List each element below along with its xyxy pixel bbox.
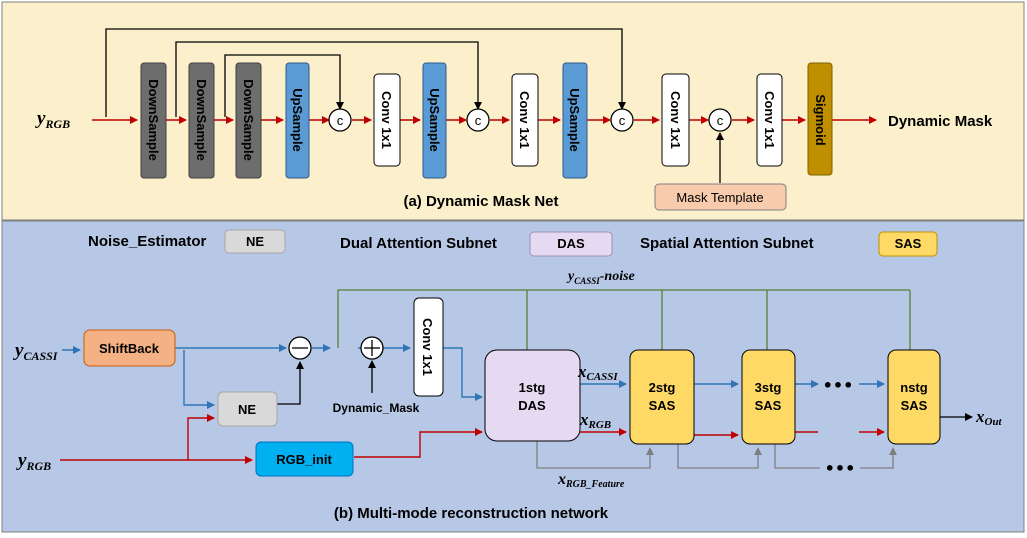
svg-text:Conv 1x1: Conv 1x1 [420, 318, 435, 376]
svg-text:3stg: 3stg [755, 380, 782, 395]
mask-template-box: Mask Template [654, 183, 787, 211]
legend-das-label: Dual Attention Subnet [340, 235, 497, 252]
stage-3-sas: 3stg SAS [741, 349, 796, 445]
downsample-block-1: DownSample [140, 62, 167, 179]
svg-text:Sigmoid: Sigmoid [813, 94, 828, 145]
stage-1-das: 1stg DAS [484, 349, 581, 442]
x-cassi-label: xCASSI [577, 362, 618, 383]
svg-text:Mask Template: Mask Template [676, 190, 763, 205]
input-cassi-label: yCASSI [13, 340, 59, 363]
dynamic-mask-output-label: Dynamic Mask [888, 113, 993, 130]
add-node [360, 336, 384, 360]
panel-a-caption: (a) Dynamic Mask Net [403, 193, 558, 210]
conv-block-b: Conv 1x1 [413, 297, 444, 397]
panel-b-caption: (b) Multi-mode reconstruction network [334, 505, 609, 522]
svg-text:Conv 1x1: Conv 1x1 [517, 91, 532, 149]
svg-text:NE: NE [238, 402, 256, 417]
svg-text:Conv 1x1: Conv 1x1 [668, 91, 683, 149]
feature-connections [536, 441, 897, 469]
stage-n-sas: nstg SAS [887, 349, 941, 445]
conv-block-4: Conv 1x1 [756, 73, 783, 167]
legend-sas-label: Spatial Attention Subnet [640, 235, 814, 252]
svg-text:UpSample: UpSample [427, 88, 442, 152]
svg-text:DAS: DAS [518, 398, 546, 413]
concat-node-2: c [466, 108, 490, 132]
svg-text:SAS: SAS [895, 236, 922, 251]
upsample-block-3: UpSample [562, 62, 588, 179]
ellipsis-bottom: ••• [825, 459, 856, 478]
x-rgb-feature-label: xRGB_Feature [557, 471, 625, 490]
input-rgb-label: yRGB [16, 450, 51, 473]
conv-block-1: Conv 1x1 [373, 73, 401, 167]
svg-text:c: c [337, 113, 344, 128]
svg-text:SAS: SAS [649, 398, 676, 413]
noise-label: yCASSI-noise [566, 269, 635, 286]
sigmoid-block: Sigmoid [807, 62, 833, 176]
svg-text:RGB_init: RGB_init [276, 452, 332, 467]
svg-text:2stg: 2stg [649, 380, 676, 395]
legend-ne-box: NE [224, 229, 286, 254]
svg-text:NE: NE [246, 234, 264, 249]
skip-connections [105, 28, 626, 117]
svg-text:1stg: 1stg [519, 380, 546, 395]
svg-text:DAS: DAS [557, 236, 585, 251]
svg-text:c: c [619, 113, 626, 128]
legend-ne-label: Noise_Estimator [88, 233, 207, 250]
concat-node-3: c [610, 108, 634, 132]
stage-2-sas: 2stg SAS [629, 349, 695, 445]
red-flow-arrows [60, 414, 885, 464]
svg-text:SAS: SAS [901, 398, 928, 413]
ellipsis-top: ••• [823, 376, 854, 395]
svg-text:DownSample: DownSample [146, 79, 161, 161]
black-flow-arrows [277, 360, 973, 421]
upsample-block-1: UpSample [285, 62, 310, 179]
svg-text:c: c [717, 113, 724, 128]
concat-node-1: c [328, 108, 352, 132]
svg-text:SAS: SAS [755, 398, 782, 413]
svg-text:UpSample: UpSample [290, 88, 305, 152]
upsample-block-2: UpSample [422, 62, 447, 179]
svg-text:nstg: nstg [900, 380, 928, 395]
legend-sas-box: SAS [878, 231, 938, 257]
x-out-label: xOut [975, 407, 1003, 428]
svg-text:UpSample: UpSample [567, 88, 582, 152]
rgb-init-block: RGB_init [255, 441, 354, 477]
downsample-block-3: DownSample [235, 62, 262, 179]
x-rgb-label: xRGB [579, 410, 611, 431]
svg-text:Conv 1x1: Conv 1x1 [379, 91, 394, 149]
conv-block-3: Conv 1x1 [661, 73, 690, 167]
svg-text:ShiftBack: ShiftBack [99, 341, 160, 356]
conv-block-2: Conv 1x1 [511, 73, 539, 167]
ne-block: NE [217, 391, 278, 427]
svg-text:DownSample: DownSample [194, 79, 209, 161]
svg-text:Conv 1x1: Conv 1x1 [762, 91, 777, 149]
svg-text:c: c [475, 113, 482, 128]
concat-node-4: c [708, 108, 732, 132]
shiftback-block: ShiftBack [83, 329, 176, 367]
noise-connections [337, 289, 914, 361]
subtract-node [288, 336, 312, 360]
svg-text:DownSample: DownSample [241, 79, 256, 161]
downsample-block-2: DownSample [188, 62, 215, 179]
dynamic-mask-label: Dynamic_Mask [333, 401, 420, 415]
legend-das-box: DAS [529, 231, 613, 257]
panel-a-input-label: yRGB [35, 108, 70, 131]
